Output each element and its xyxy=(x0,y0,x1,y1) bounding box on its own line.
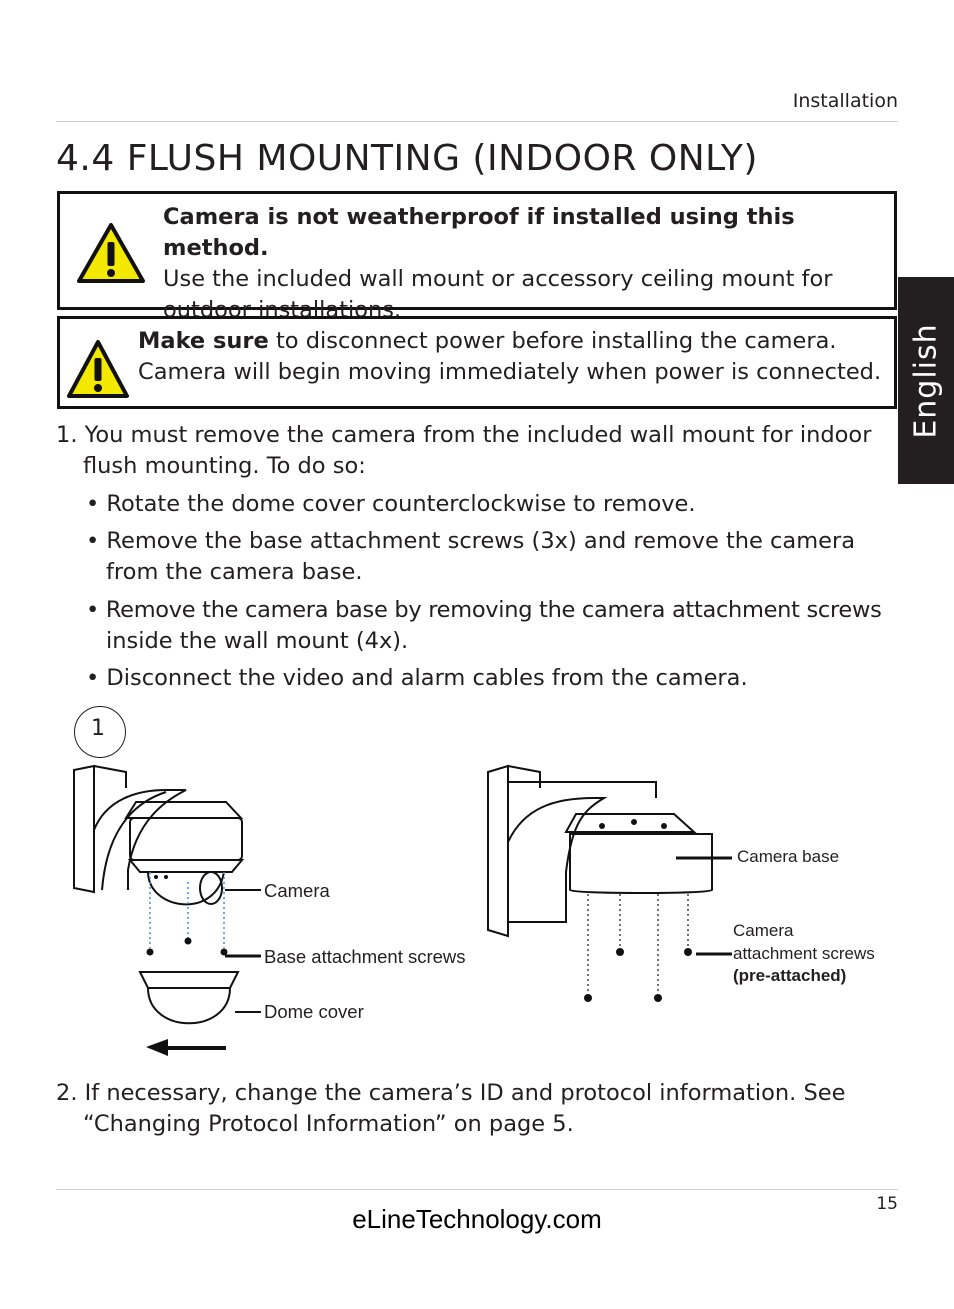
step-2-line-1: 2. If necessary, change the camera’s ID … xyxy=(56,1080,846,1106)
footer-rule xyxy=(56,1189,898,1190)
header-rule xyxy=(56,121,898,122)
language-tab-label: English xyxy=(908,322,944,439)
camera-base-illustration xyxy=(487,764,713,1002)
label-camera: Camera xyxy=(264,880,330,901)
label-camera-attach-2: attachment screws xyxy=(733,944,875,963)
bullet-item: • Rotate the dome cover counterclockwise… xyxy=(86,491,696,517)
figure-number-badge: 1 xyxy=(74,706,126,758)
label-dome-cover: Dome cover xyxy=(264,1001,364,1022)
warning-line: Use the included wall mount or accessory… xyxy=(163,266,833,292)
bullet-item-cont: from the camera base. xyxy=(106,559,363,585)
footer-website: eLineTechnology.com xyxy=(352,1204,602,1234)
leader-lines-right xyxy=(676,856,732,956)
step-2-line-2: “Changing Protocol Information” on page … xyxy=(83,1111,574,1137)
warning-bold: Make sure xyxy=(138,328,269,354)
figure-number: 1 xyxy=(91,716,105,741)
warning-rest: to disconnect power before installing th… xyxy=(268,328,837,354)
label-camera-attach-1: Camera xyxy=(733,921,794,940)
warning-box-weatherproof: Camera is not weatherproof if installed … xyxy=(57,191,897,323)
section-label: Installation xyxy=(792,90,898,112)
warning-text-weatherproof: Camera is not weatherproof if installed … xyxy=(163,202,894,326)
bullet-item: • Remove the base attachment screws (3x)… xyxy=(86,528,856,554)
warning-box-power: Make sure to disconnect power before ins… xyxy=(57,316,897,409)
label-camera-base: Camera base xyxy=(737,847,840,866)
warning-line: Camera will begin moving immediately whe… xyxy=(138,359,882,385)
bullet-item-cont: inside the wall mount (4x). xyxy=(106,628,409,654)
bullet-item: • Remove the camera base by removing the… xyxy=(86,597,882,623)
language-tab: English xyxy=(898,277,954,484)
leader-lines-left xyxy=(225,889,261,1013)
camera-disassembly-illustration xyxy=(73,764,245,1056)
warning-icon xyxy=(67,340,129,398)
bullet-item: • Disconnect the video and alarm cables … xyxy=(86,665,748,691)
step-1-line-1: 1. You must remove the camera from the i… xyxy=(56,422,872,448)
warning-bold: Camera is not weatherproof if installed … xyxy=(163,204,795,261)
page-number: 15 xyxy=(876,1194,898,1214)
page-title: 4.4 FLUSH MOUNTING (INDOOR ONLY) xyxy=(56,138,758,179)
warning-text-power: Make sure to disconnect power before ins… xyxy=(138,326,881,388)
step-1-line-2: flush mounting. To do so: xyxy=(83,453,366,479)
label-base-screws: Base attachment screws xyxy=(264,946,466,967)
label-camera-attach-3: (pre-attached) xyxy=(733,966,847,985)
warning-icon xyxy=(77,223,145,283)
